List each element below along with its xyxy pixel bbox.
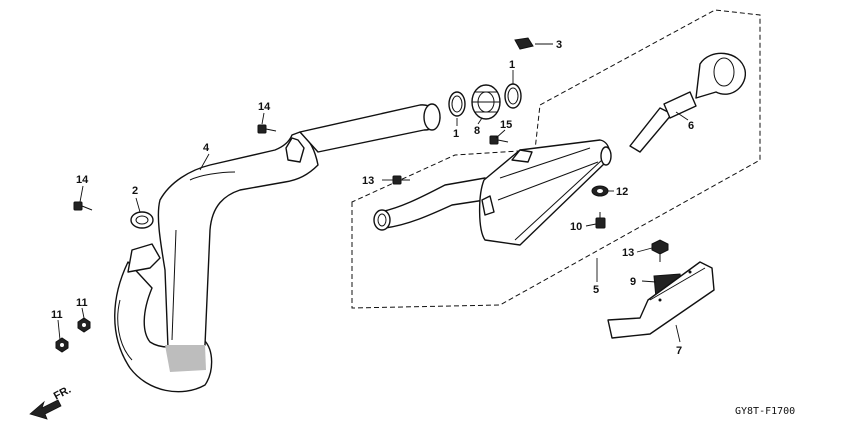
front-marker-label: FR. — [52, 384, 73, 403]
label-part-1-right: 1 — [509, 59, 515, 71]
label-part-2: 2 — [132, 185, 138, 197]
ring-1-right — [504, 83, 522, 109]
label-part-1-left: 1 — [453, 128, 459, 140]
label-part-3: 3 — [556, 39, 562, 51]
exhaust-gasket — [130, 211, 154, 229]
bolt-10 — [595, 212, 606, 229]
label-part-11-right: 11 — [76, 297, 88, 309]
label-part-4: 4 — [203, 142, 210, 154]
label-part-13-right: 13 — [622, 247, 634, 259]
label-part-14-upper: 14 — [258, 101, 271, 113]
label-part-13-left: 13 — [362, 175, 374, 187]
diagram-code: GY8T-F1700 — [735, 406, 795, 417]
tail-pipe — [629, 52, 746, 153]
label-part-11-left: 11 — [51, 309, 63, 321]
leader-lines — [57, 43, 689, 343]
label-part-7: 7 — [676, 345, 682, 357]
clip-3 — [514, 37, 534, 50]
label-part-15: 15 — [500, 119, 512, 131]
nut-11-right — [77, 317, 91, 333]
label-part-6: 6 — [688, 120, 694, 132]
nut-11-left — [55, 337, 69, 353]
ring-1-left — [448, 91, 466, 117]
label-part-14-left: 14 — [76, 174, 89, 186]
exhaust-pipe — [114, 103, 441, 393]
bolt-14-left — [73, 201, 93, 211]
front-direction-arrow: FR. — [29, 384, 73, 420]
bolt-13-left — [392, 175, 410, 185]
label-part-12: 12 — [616, 186, 628, 198]
heat-protector — [607, 261, 715, 339]
bolt-13-right — [651, 239, 669, 262]
bolt-15 — [489, 135, 509, 145]
label-part-8: 8 — [474, 125, 480, 137]
muffler-assembly-boundary — [351, 9, 761, 309]
label-part-10: 10 — [570, 221, 582, 233]
muffler — [373, 139, 612, 246]
label-part-9: 9 — [630, 276, 636, 288]
grommet-8 — [471, 84, 501, 120]
label-part-5: 5 — [593, 284, 599, 296]
washer-12 — [591, 185, 609, 197]
bolt-14-upper — [257, 124, 277, 134]
